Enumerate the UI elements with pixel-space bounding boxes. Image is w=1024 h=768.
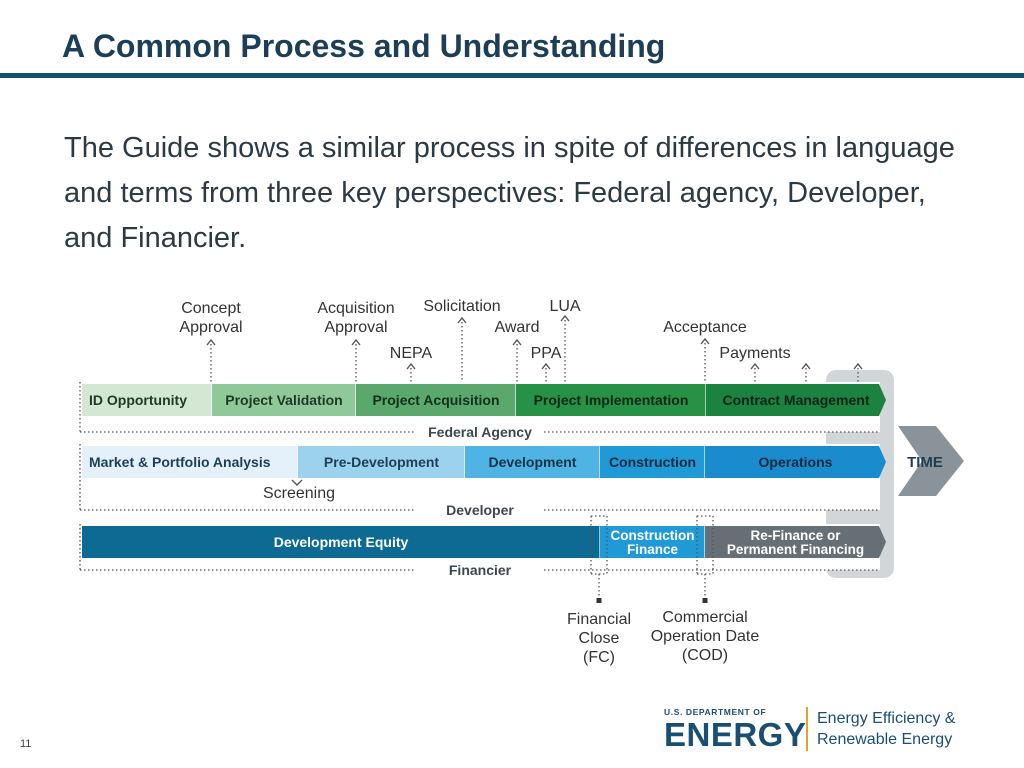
milestone-solicitation: Solicitation — [423, 298, 500, 315]
financier-phase-label-3-line-2: Permanent Financing — [727, 542, 864, 557]
developer-phase-seg-2 — [298, 446, 465, 478]
federal-phase-label-2: Project Validation — [225, 392, 342, 408]
federal-phase-seg-2 — [212, 384, 356, 416]
developer-phase-label-1: Market & Portfolio Analysis — [89, 454, 271, 470]
federal-phase-seg-5 — [706, 384, 886, 416]
developer-phase-seg-5 — [705, 446, 886, 478]
acquisition-approval-arrow-head — [351, 338, 361, 346]
payments-arrow-2-head — [801, 362, 811, 370]
financier-phase-label-1: Development Equity — [274, 534, 409, 550]
cod-bracket-dot — [702, 598, 708, 603]
logo-office-line-2: Renewable Energy — [817, 731, 953, 748]
milestone-concept-approval-line-1: Concept — [181, 300, 241, 317]
federal-phase-label-4: Project Implementation — [534, 392, 689, 408]
developer-phase-label-3: Development — [489, 454, 577, 470]
milestone-financial-close-line-1: Financial — [567, 611, 631, 628]
federal-lane-label: Federal Agency — [428, 424, 532, 440]
federal-phase-seg-4 — [516, 384, 706, 416]
milestone-financial-close-line-2: Close — [579, 630, 620, 647]
financier-phase-seg-2 — [600, 526, 705, 558]
fc-bracket-dot — [596, 598, 602, 603]
slide-body-text: The Guide shows a similar process in spi… — [64, 132, 955, 254]
time-label: TIME — [907, 454, 943, 471]
milestone-acquisition-approval-line-2: Approval — [324, 319, 387, 336]
milestone-cod-line-1: Commercial — [662, 609, 747, 626]
developer-phase-seg-1 — [82, 446, 298, 478]
federal-phase-label-5: Contract Management — [722, 392, 869, 408]
milestone-award: Award — [494, 319, 539, 336]
developer-phase-label-4: Construction — [609, 454, 696, 470]
milestone-ppa: PPA — [531, 345, 562, 362]
nepa-arrow-head — [406, 362, 416, 370]
financier-lane-label-bg — [416, 561, 544, 578]
milestone-cod-line-3: (COD) — [682, 647, 728, 664]
milestone-acquisition-approval-line-1: Acquisition — [317, 300, 394, 317]
milestone-nepa: NEPA — [390, 345, 433, 362]
logo-divider — [806, 707, 808, 751]
logo-office-line-1: Energy Efficiency & — [817, 710, 956, 727]
financier-phase-label-3-line-1: Re-Finance or — [750, 528, 841, 543]
milestone-payments: Payments — [719, 345, 790, 362]
ppa-arrow-head — [541, 362, 551, 370]
doe-eere-logo: U.S. DEPARTMENT OF ENERGY Energy Efficie… — [664, 705, 1004, 755]
financier-lane-label: Financier — [449, 562, 512, 578]
developer-phase-label-2: Pre-Development — [324, 454, 439, 470]
financier-phase-label-2-line-2: Finance — [627, 542, 679, 557]
acceptance-arrow-head — [700, 337, 710, 345]
solicitation-arrow-head — [457, 316, 467, 324]
milestone-concept-approval-line-2: Approval — [179, 319, 242, 336]
page-number: 11 — [20, 738, 32, 750]
milestone-acceptance: Acceptance — [663, 319, 747, 336]
developer-lane-label-bg — [416, 501, 544, 518]
developer-phase-seg-4 — [600, 446, 705, 478]
milestone-lua: LUA — [549, 298, 580, 315]
milestone-financial-close-line-3: (FC) — [583, 649, 615, 666]
screening-marker — [291, 479, 303, 486]
title-underline — [0, 73, 1024, 78]
federal-phase-label-3: Project Acquisition — [372, 392, 499, 408]
logo-office-text: Energy Efficiency & Renewable Energy — [817, 708, 955, 750]
federal-lane-label-bg — [416, 423, 544, 440]
slide-title: A Common Process and Understanding — [62, 28, 666, 64]
financier-phase-seg-1 — [82, 526, 600, 558]
award-arrow-head — [512, 338, 522, 346]
federal-phase-seg-3 — [356, 384, 516, 416]
logo-department-text: U.S. DEPARTMENT OF — [664, 707, 767, 717]
logo-energy-text: ENERGY — [664, 716, 807, 753]
time-arrow — [898, 426, 964, 496]
developer-lane-label: Developer — [446, 502, 514, 518]
financier-phase-label-2-line-1: Construction — [611, 528, 695, 543]
developer-phase-seg-3 — [465, 446, 600, 478]
federal-phase-label-1: ID Opportunity — [89, 392, 187, 408]
concept-approval-arrow-head — [206, 338, 216, 346]
milestone-screening: Screening — [263, 485, 335, 502]
federal-phase-seg-1 — [82, 384, 212, 416]
milestone-cod-line-2: Operation Date — [651, 628, 760, 645]
payments-arrow-3-head — [853, 362, 863, 370]
financier-phase-seg-3 — [705, 526, 886, 558]
lua-arrow-head — [560, 314, 570, 322]
payments-arrow-1-head — [750, 362, 760, 370]
developer-phase-label-5: Operations — [759, 454, 833, 470]
